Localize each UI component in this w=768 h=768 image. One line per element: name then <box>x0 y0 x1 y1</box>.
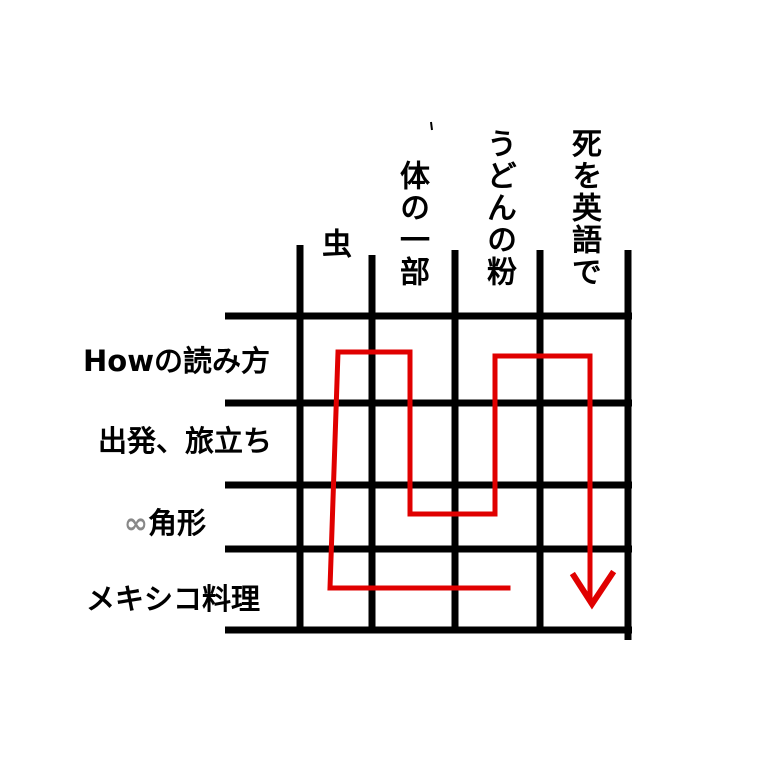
column-clue-4: 死を英語で <box>566 128 601 288</box>
column-clue-2: 体の一部 <box>394 160 429 288</box>
row-clue-3: ∞角形 <box>124 500 206 542</box>
column-clue-3: うどんの粉 <box>481 128 516 288</box>
path-arrowhead <box>569 569 617 610</box>
row-clue-1-text: Howの読み方 <box>83 344 270 378</box>
row-clue-1: Howの読み方 <box>83 338 270 380</box>
reading-path <box>327 349 593 603</box>
stray-mark <box>430 121 433 131</box>
row-clue-2: 出発、旅立ち <box>98 418 272 460</box>
column-clue-1: 虫 <box>316 228 351 260</box>
row-clue-3-text: 角形 <box>147 506 206 540</box>
infinity-symbol: ∞ <box>123 506 148 540</box>
row-clue-4-text: メキシコ料理 <box>85 582 260 616</box>
row-clue-4: メキシコ料理 <box>86 576 260 618</box>
row-clue-2-text: 出発、旅立ち <box>97 424 272 458</box>
